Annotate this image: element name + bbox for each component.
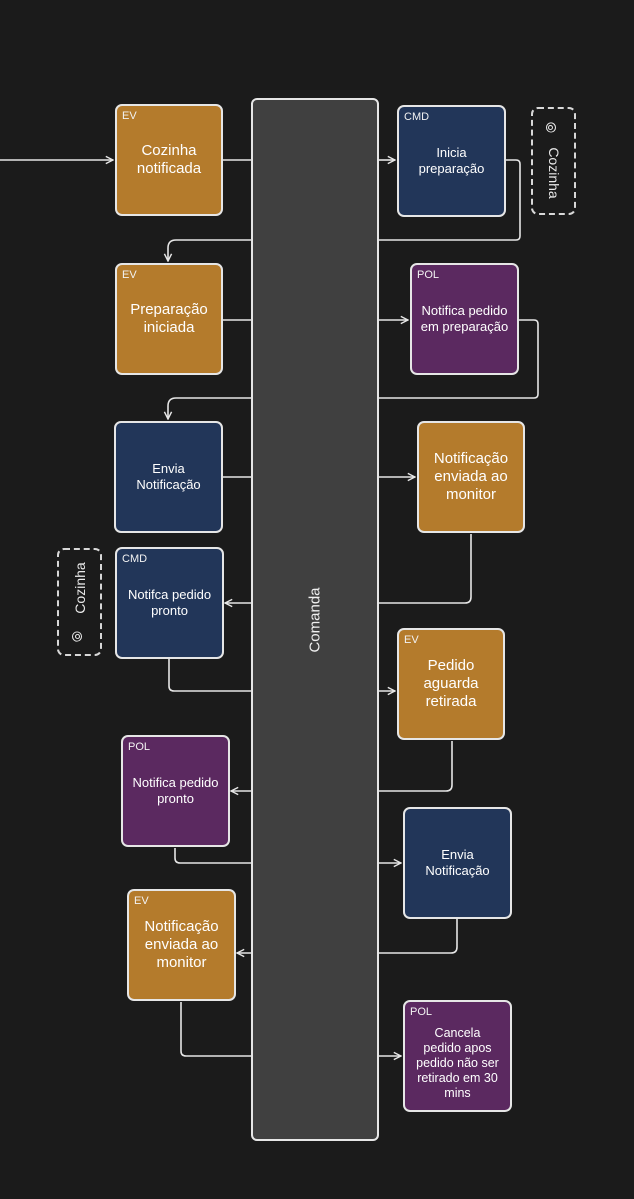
card-tag: POL (410, 1006, 433, 1018)
card-text: Notifica pedido pronto (132, 775, 219, 806)
card-text: Notificação enviada ao monitor (144, 918, 219, 971)
card-text: Notificação enviada ao monitor (433, 450, 509, 503)
card-text: Notifca pedido pronto (127, 587, 212, 618)
arrow-to-envia-notificacao-2 (174, 848, 401, 863)
policy-notifica-pedido-pronto[interactable]: POL Notifica pedido pronto (121, 735, 230, 847)
card-text: Cancela pedido apos pedido não ser retir… (416, 1025, 499, 1100)
person-icon: ⦾ (543, 121, 560, 134)
card-tag: POL (128, 741, 151, 753)
card-tag: EV (122, 269, 137, 281)
card-tag: EV (122, 110, 137, 122)
actor-label: Cozinha (545, 147, 562, 200)
policy-cancela-pedido[interactable]: POL Cancela pedido apos pedido não ser r… (403, 1000, 512, 1112)
card-tag: CMD (122, 553, 148, 565)
arrow-loop-to-envia-notificacao (168, 319, 539, 419)
command-notifca-pedido-pronto[interactable]: CMD Notifca pedido pronto (115, 547, 224, 659)
arrow-to-cancela-pedido (180, 1002, 401, 1056)
actor-cozinha-top[interactable]: ⦾ Cozinha (531, 107, 576, 215)
command-inicia-preparacao[interactable]: CMD Inicia preparação (397, 105, 506, 217)
arrow-to-notifica-pedido-pronto (231, 741, 453, 791)
card-text: Envia Notificação (425, 847, 490, 878)
policy-notifica-pedido-em-preparacao[interactable]: POL Notifica pedido em preparação (410, 263, 519, 375)
aggregate-comanda[interactable] (251, 98, 379, 1141)
arrow-to-notifca-pedido-pronto (225, 534, 472, 603)
person-icon: ⦾ (69, 630, 86, 643)
aggregate-label: Comanda (306, 587, 324, 653)
event-preparacao-iniciada[interactable]: EV Preparação iniciada (115, 263, 223, 375)
event-pedido-aguarda-retirada[interactable]: EV Pedido aguarda retirada (397, 628, 505, 740)
card-tag: CMD (404, 111, 430, 123)
arrow-to-notificacao-enviada-2 (237, 918, 458, 953)
actor-label: Cozinha (71, 562, 88, 615)
card-text: Notifica pedido em preparação (420, 303, 509, 334)
event-notificacao-enviada-ao-monitor-2[interactable]: EV Notificação enviada ao monitor (127, 889, 236, 1001)
event-notificacao-enviada-ao-monitor[interactable]: Notificação enviada ao monitor (417, 421, 525, 533)
card-tag: EV (134, 895, 149, 907)
command-envia-notificacao-2[interactable]: Envia Notificação (403, 807, 512, 919)
card-text: Preparação iniciada (130, 301, 208, 336)
card-text: Pedido aguarda retirada (423, 657, 479, 710)
arrow-to-pedido-aguarda (168, 659, 395, 691)
actor-cozinha-left[interactable]: Cozinha ⦾ (57, 548, 102, 656)
card-text: Inicia preparação (418, 145, 485, 176)
arrow-loop-to-preparacao-iniciada (168, 159, 521, 261)
card-tag: EV (404, 634, 419, 646)
command-envia-notificacao[interactable]: Envia Notificação (114, 421, 223, 533)
event-cozinha-notificada[interactable]: EV Cozinha notificada (115, 104, 223, 216)
card-tag: POL (417, 269, 440, 281)
card-text: Cozinha notificada (136, 142, 202, 177)
card-text: Envia Notificação (136, 461, 201, 492)
